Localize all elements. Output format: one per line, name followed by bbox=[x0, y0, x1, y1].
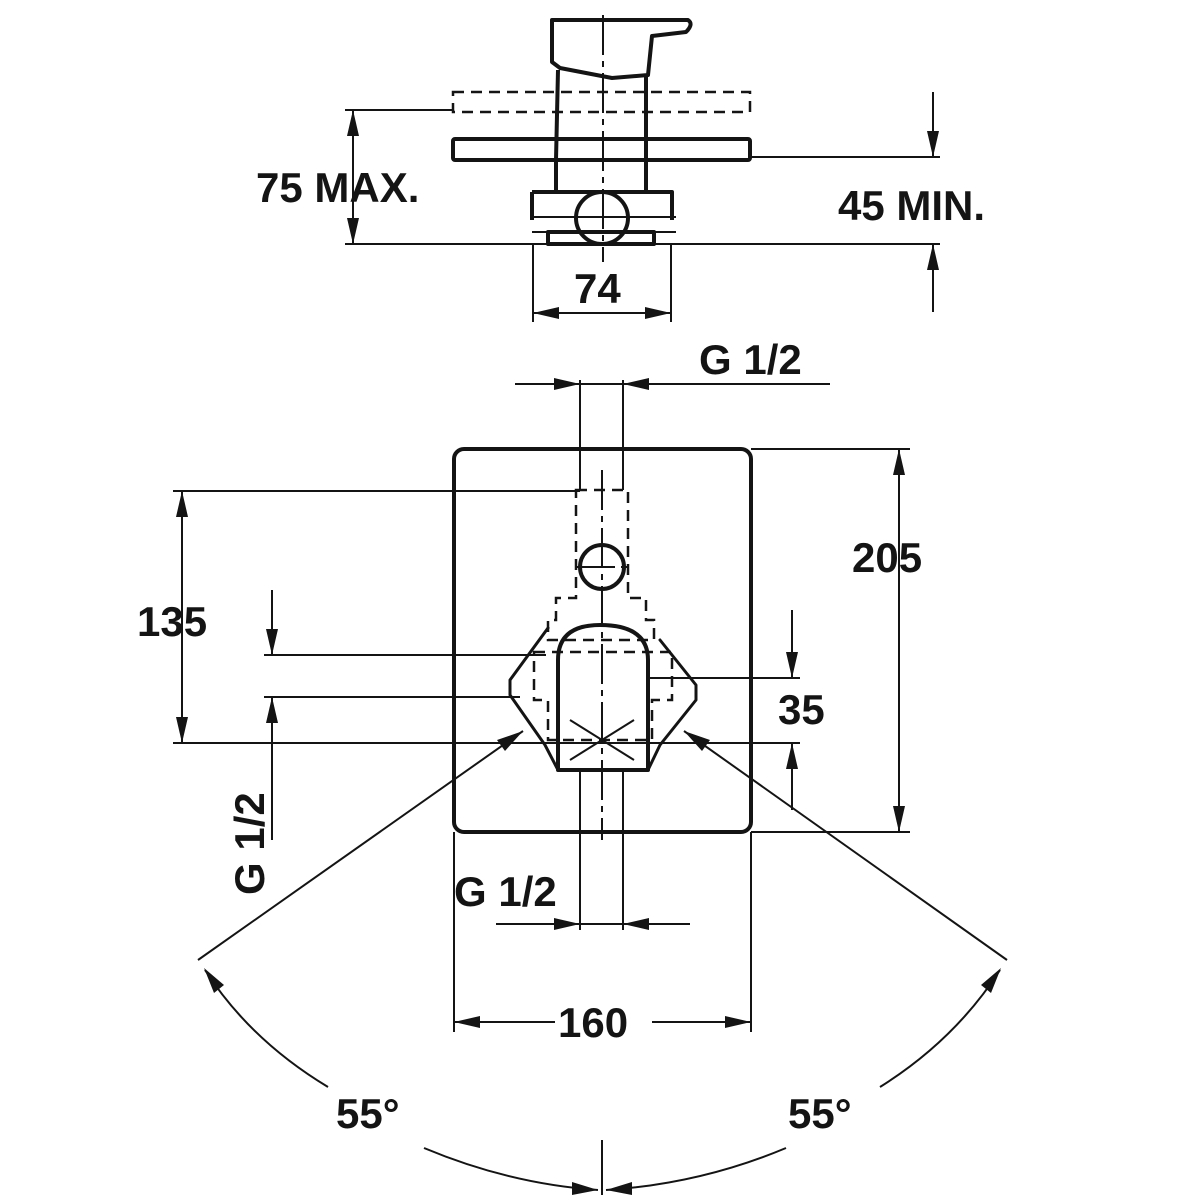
arrow-45-bottom bbox=[927, 244, 939, 270]
dim-label-45-min: 45 MIN. bbox=[838, 182, 985, 229]
front-lever bbox=[556, 623, 650, 772]
arrow-left-g12-top bbox=[266, 629, 278, 655]
handle-stem bbox=[554, 69, 648, 161]
arc-left-upper bbox=[204, 969, 329, 1088]
dim-label-left-g12: G 1/2 bbox=[226, 792, 273, 895]
arrow-arc-left-center bbox=[572, 1182, 598, 1195]
arrow-top-g12-right bbox=[623, 378, 649, 390]
hidden-valve-body bbox=[532, 650, 674, 742]
arrow-ray-right-tip bbox=[684, 731, 710, 751]
arrow-75-bottom bbox=[347, 218, 359, 244]
arrow-205-top bbox=[893, 449, 905, 475]
arrow-135-bottom bbox=[176, 717, 188, 743]
arrow-74-left bbox=[533, 307, 559, 319]
dim-label-bottom-g12: G 1/2 bbox=[454, 868, 557, 915]
dim-label-angle-right: 55° bbox=[788, 1090, 852, 1137]
arrow-35-bottom bbox=[786, 743, 798, 769]
arc-left-lower bbox=[423, 1147, 599, 1191]
arrow-top-g12-left bbox=[554, 378, 580, 390]
arrow-bottom-g12-right bbox=[623, 918, 649, 930]
valve-neck bbox=[554, 160, 648, 192]
top-view: 75 MAX. 45 MIN. 74 bbox=[256, 15, 985, 322]
dim-label-angle-left: 55° bbox=[336, 1090, 400, 1137]
arrow-45-top bbox=[927, 131, 939, 157]
rotation-ray-right bbox=[683, 730, 1008, 961]
dim-label-135: 135 bbox=[137, 598, 207, 645]
dim-label-75-max: 75 MAX. bbox=[256, 164, 419, 211]
arc-right-upper bbox=[879, 969, 1001, 1088]
dim-label-top-g12: G 1/2 bbox=[699, 336, 802, 383]
cover-plate-max-dashed bbox=[451, 90, 752, 114]
arrow-205-bottom bbox=[893, 806, 905, 832]
arrow-left-g12-bottom bbox=[266, 697, 278, 723]
arrow-ray-left-tip bbox=[497, 731, 523, 751]
dim-label-35: 35 bbox=[778, 686, 825, 733]
arrow-74-right bbox=[645, 307, 671, 319]
arrow-arc-right-end bbox=[981, 968, 1001, 993]
arrow-160-left bbox=[454, 1016, 480, 1028]
arrow-bottom-g12-left bbox=[554, 918, 580, 930]
arrow-160-right bbox=[725, 1016, 751, 1028]
arrow-35-top bbox=[786, 652, 798, 678]
arrow-arc-left-end bbox=[204, 968, 224, 993]
arrow-arc-right-center bbox=[606, 1182, 632, 1195]
dim-label-74: 74 bbox=[574, 265, 621, 312]
arrow-135-top bbox=[176, 491, 188, 517]
dim-label-160: 160 bbox=[558, 999, 628, 1046]
front-view: G 1/2 205 135 G 1/2 bbox=[137, 336, 1008, 1195]
arc-right-lower bbox=[605, 1147, 787, 1191]
hidden-diverter-outline bbox=[546, 488, 656, 642]
arrow-75-top bbox=[347, 110, 359, 136]
cover-plate-min bbox=[451, 137, 752, 162]
rotation-ray-left bbox=[197, 730, 524, 961]
dim-label-205: 205 bbox=[852, 534, 922, 581]
valve-body-box bbox=[530, 190, 674, 220]
lever-handle bbox=[550, 18, 693, 80]
